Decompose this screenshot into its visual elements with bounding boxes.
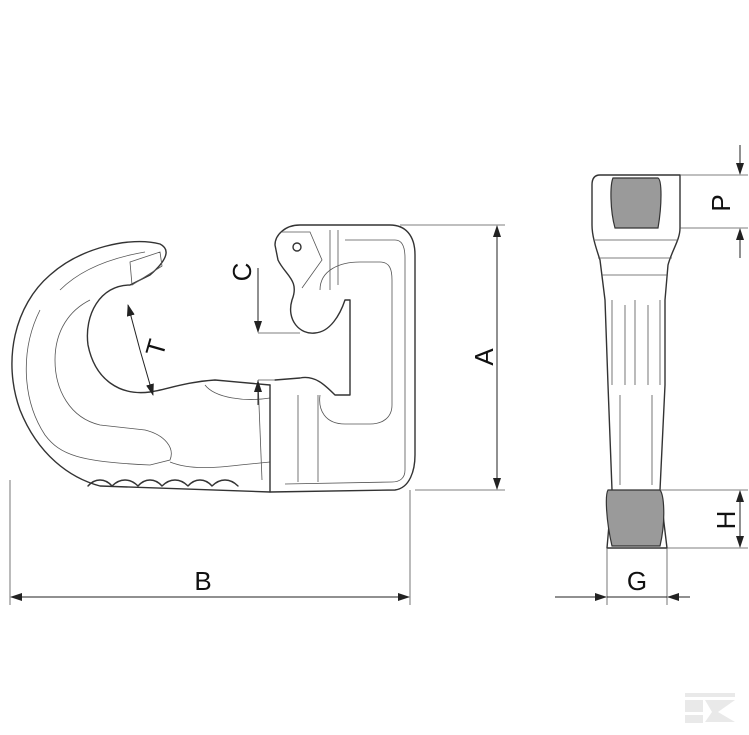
label-h: H — [711, 511, 741, 530]
hook-side-view — [591, 174, 681, 549]
dimension-p: P — [706, 145, 744, 258]
watermark-logo — [685, 693, 735, 723]
dimension-h: H — [711, 490, 744, 548]
dimension-t: T — [126, 304, 173, 396]
label-a: A — [469, 348, 499, 366]
label-t: T — [139, 336, 172, 360]
dimension-c: C — [227, 263, 262, 405]
section-top — [610, 177, 662, 229]
label-b: B — [194, 566, 211, 596]
dimension-a: A — [469, 225, 501, 490]
hook-front-view — [11, 224, 416, 493]
label-c: C — [227, 263, 257, 282]
label-p: P — [706, 194, 736, 211]
dimension-b: B — [10, 566, 410, 601]
dimension-g: G — [555, 566, 690, 601]
label-g: G — [627, 566, 647, 596]
section-bottom — [605, 489, 665, 547]
